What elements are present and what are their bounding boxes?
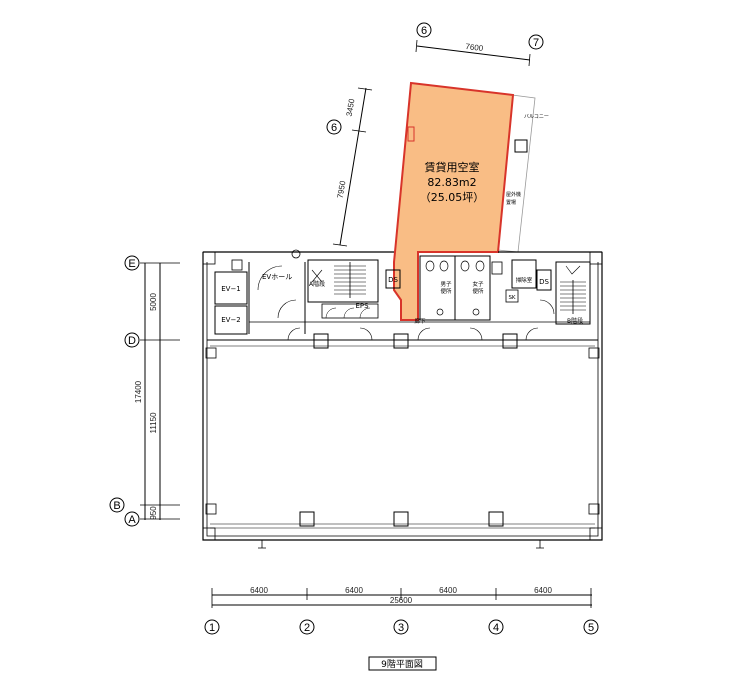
stair-b-label: B階段: [567, 317, 583, 325]
dim-e-d: 5000: [149, 293, 158, 311]
eps-label: EPS: [355, 302, 369, 310]
dim-2-3: 6400: [345, 586, 363, 595]
ds-right-label: DS: [539, 278, 549, 286]
dim-1-2: 6400: [250, 586, 268, 595]
axis-label-6-left: 6: [331, 122, 337, 134]
plan-title: 9階平面図: [368, 656, 437, 671]
axis-bubble-5: [583, 619, 599, 635]
axis-bubble-6-left: [326, 119, 342, 135]
vacancy-area-tsubo: （25.05坪）: [420, 191, 485, 204]
axis-label-3: 3: [398, 622, 404, 634]
axis-bubble-1: [204, 619, 220, 635]
wing-left-dimension: 3450 7950 6: [326, 87, 373, 247]
ev1-label: EV−1: [221, 285, 241, 293]
axis-label-1: 1: [209, 622, 215, 634]
ev-hall-label: EVホール: [262, 273, 292, 281]
wing-top-dimension: 7600 6 7: [415, 22, 544, 67]
room-labels: EVホール EV−1 EV−2 A階段 DS EPS 廊下 男子 便所 女子 便…: [221, 273, 583, 325]
building-outline: [202, 251, 603, 549]
dim-4-5: 6400: [534, 586, 552, 595]
axis-label-4: 4: [493, 622, 499, 634]
vacancy-label: 賃貸用空室: [425, 160, 480, 174]
axis-label-5: 5: [588, 622, 594, 634]
vacancy-area[interactable]: 賃貸用空室 82.83m2 （25.05坪）: [393, 81, 515, 321]
balcony-label: バルコニー: [524, 114, 549, 120]
axis-label-6-top: 6: [421, 25, 427, 37]
axis-bubble-3: [393, 619, 409, 635]
male-wc-label-2: 便所: [440, 287, 452, 295]
dim-b-a: 950: [149, 506, 158, 520]
dim-6-7: 7600: [465, 42, 484, 53]
stair-a-label: A階段: [309, 280, 325, 288]
vacancy-area-m2: 82.83m2: [427, 176, 476, 189]
axis-bubble-d: [124, 332, 140, 348]
outdoor-unit-label-1: 屋外機: [506, 191, 521, 198]
axis-label-a: A: [128, 514, 136, 526]
ev2-label: EV−2: [221, 316, 241, 324]
plan-title-text: 9階平面図: [381, 659, 423, 670]
female-wc-label-1: 女子: [472, 280, 484, 288]
cleaning-room-label: 掃除室: [516, 276, 533, 284]
ds-left-label: DS: [388, 276, 398, 284]
male-wc-label-1: 男子: [440, 281, 452, 288]
axis-label-2: 2: [304, 622, 310, 634]
dim-d-b: 11150: [149, 412, 158, 434]
axis-bubble-a: [124, 511, 140, 527]
core-area: [214, 249, 591, 335]
axis-label-d: D: [128, 335, 136, 347]
female-wc-label-2: 便所: [472, 287, 484, 295]
dim-3-4: 6400: [439, 586, 457, 595]
dim-total-horizontal: 25600: [390, 596, 413, 605]
dim-total-vertical: 17400: [134, 380, 143, 403]
axis-bubble-b: [109, 497, 125, 513]
axis-bubble-7-top: [528, 34, 544, 50]
corridor-label: 廊下: [414, 317, 426, 325]
dim-wing-lower: 7950: [336, 179, 348, 199]
axis-bubble-2: [299, 619, 315, 635]
axis-label-b: B: [113, 500, 120, 512]
left-dimension: 5000 11150 950 17400 E D B A: [109, 255, 180, 527]
axis-label-e: E: [128, 258, 135, 270]
vacancy-column: [407, 126, 415, 142]
axis-bubble-6-top: [416, 22, 432, 38]
axis-bubble-e: [124, 255, 140, 271]
axis-bubble-4: [488, 619, 504, 635]
outdoor-unit-label-2: 置場: [506, 199, 516, 206]
sk-label: SK: [508, 295, 515, 301]
axis-label-7-top: 7: [533, 37, 539, 49]
bottom-dimension: 6400 6400 6400 6400 25600 1 2 3 4 5: [204, 586, 599, 635]
dim-wing-upper: 3450: [345, 97, 357, 117]
